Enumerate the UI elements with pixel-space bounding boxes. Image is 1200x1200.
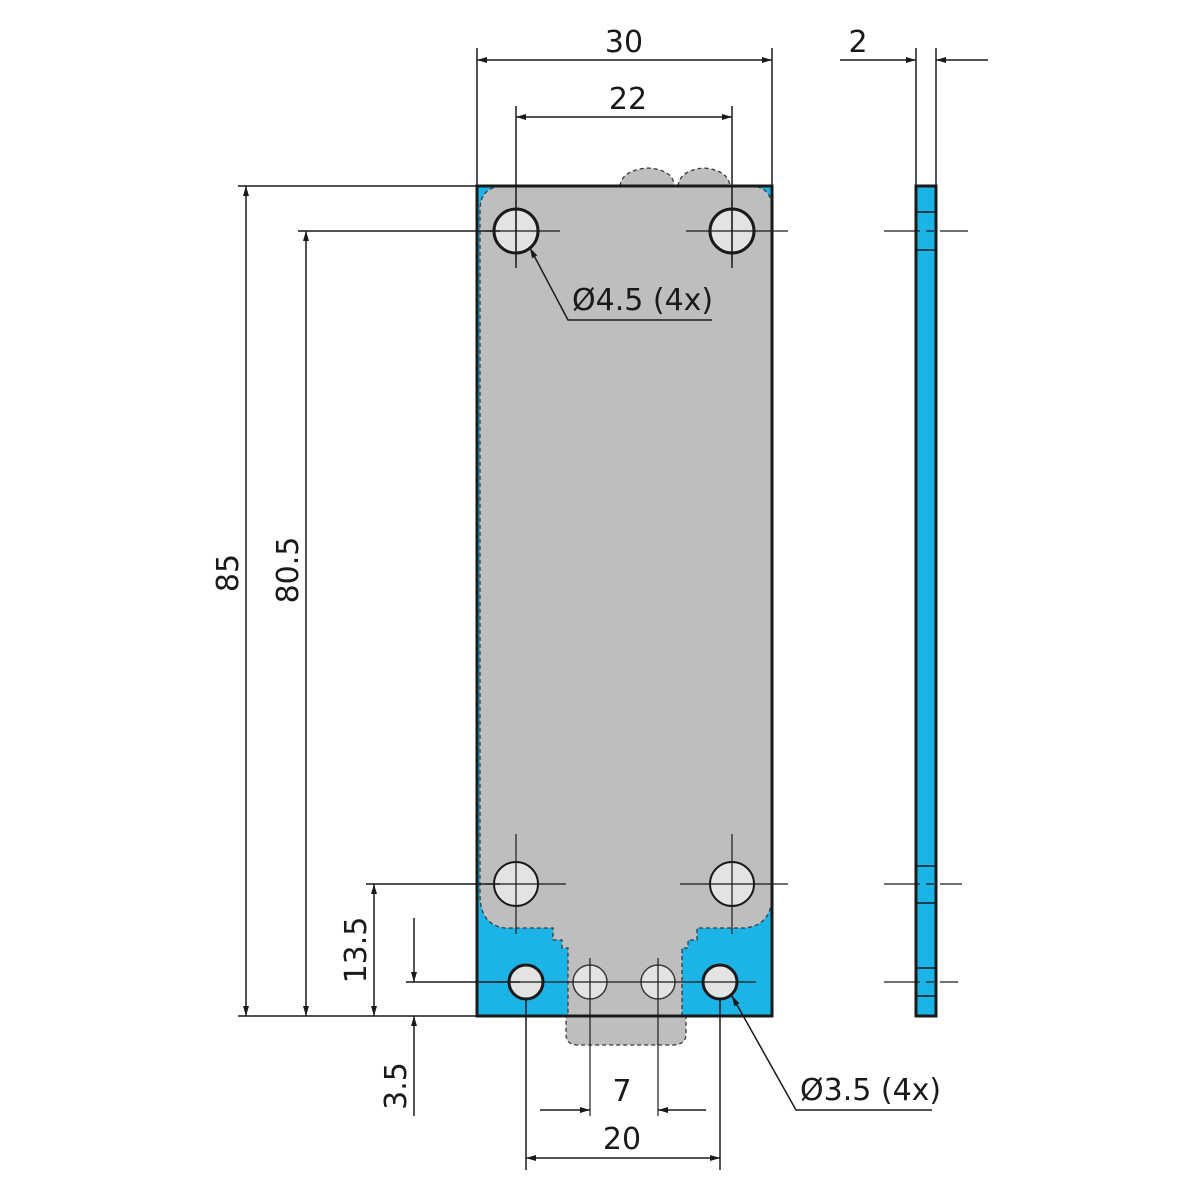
dim-overall-height: 85 bbox=[211, 554, 246, 592]
dim-lower-hole-spacing: 20 bbox=[603, 1122, 641, 1157]
dim-lower-hole-offset: 13.5 bbox=[339, 917, 374, 984]
dim-overall-width: 30 bbox=[605, 25, 643, 60]
sensor-body bbox=[479, 167, 773, 1046]
callout-lower-holes: Ø3.5 (4x) bbox=[800, 1073, 941, 1108]
dimension-lines bbox=[238, 48, 988, 1170]
dim-inner-hole-spacing: 7 bbox=[612, 1074, 631, 1109]
side-view bbox=[884, 184, 968, 1018]
dim-thickness: 2 bbox=[848, 25, 867, 60]
callout-upper-holes: Ø4.5 (4x) bbox=[572, 283, 713, 318]
plate-edge bbox=[914, 184, 938, 1018]
dimension-labels: 30 22 2 85 80.5 13.5 3.5 7 20 Ø4.5 (4x) … bbox=[211, 25, 941, 1157]
dim-upper-hole-spacing: 22 bbox=[609, 82, 647, 117]
front-view bbox=[475, 167, 788, 1116]
dim-upper-to-lower-holes: 80.5 bbox=[271, 537, 306, 604]
dim-edge-offset: 3.5 bbox=[379, 1062, 414, 1110]
plate-outline bbox=[475, 184, 774, 1018]
